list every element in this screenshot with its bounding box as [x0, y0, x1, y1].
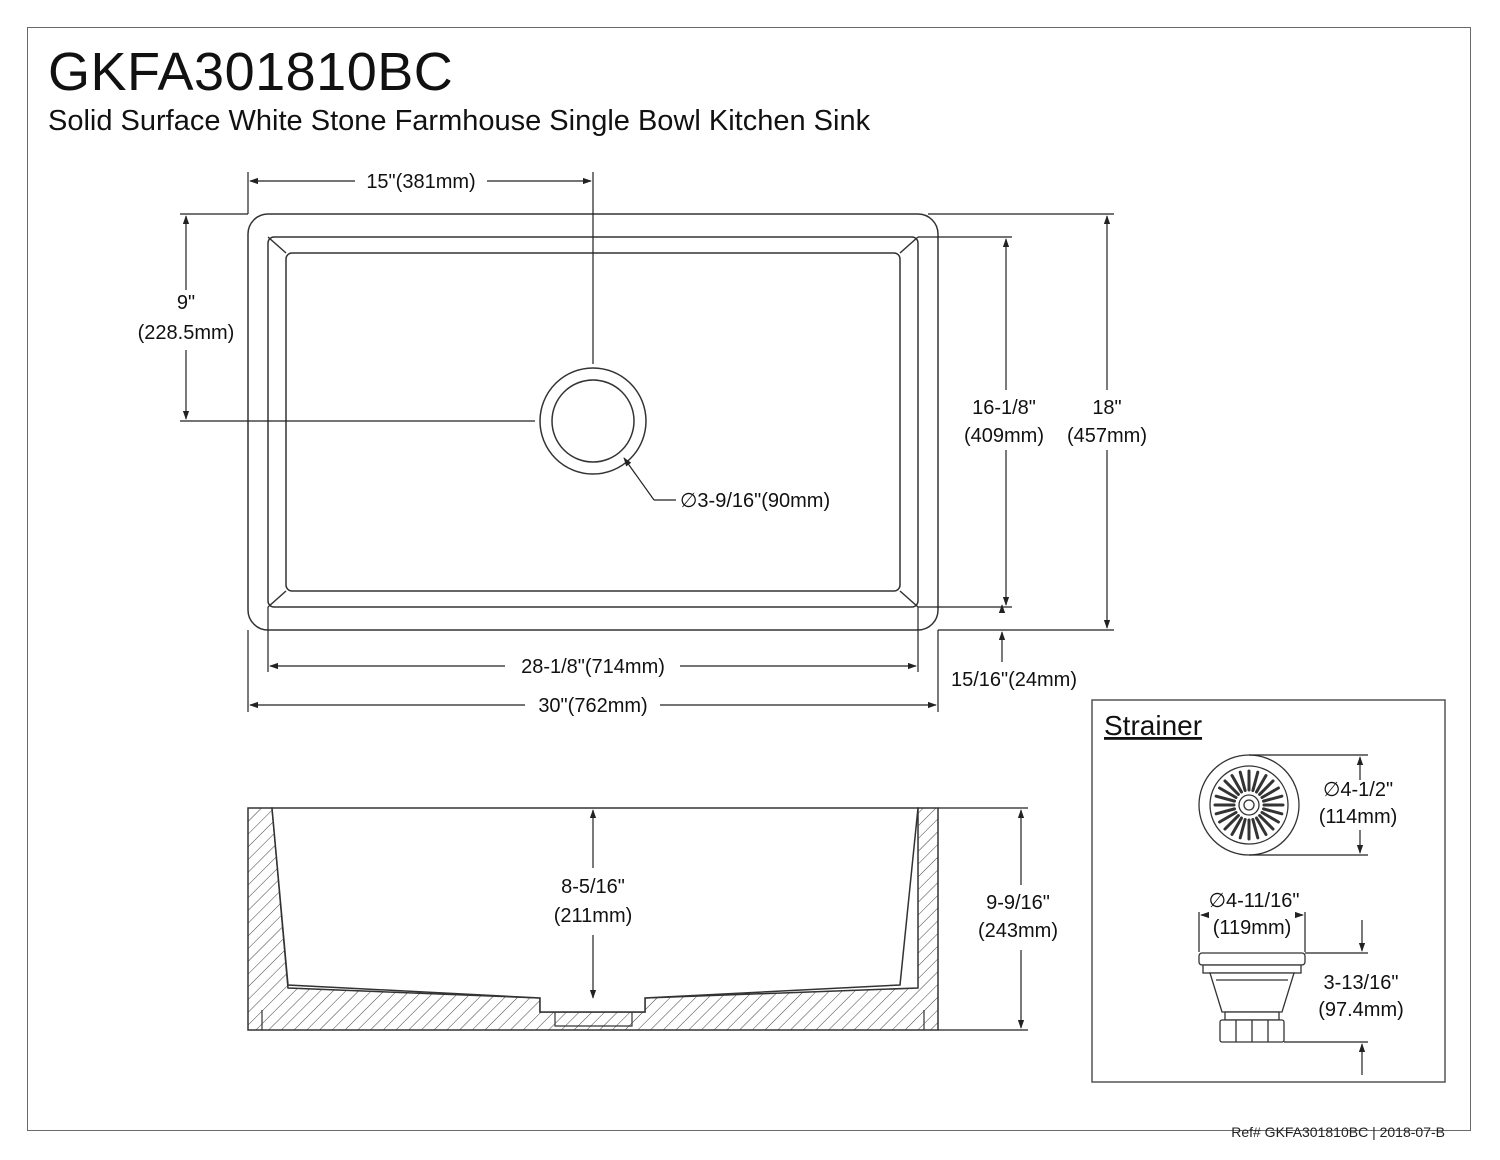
strainer-top-diameter-inch: ∅4-1/2"	[1323, 779, 1393, 801]
drain-outer-circle	[539, 367, 647, 475]
bowl-depth-inch-label: 16-1/8"	[972, 397, 1036, 419]
side-view	[247, 807, 939, 1031]
strainer-panel: Strainer ∅4-1/2" (114mm)	[1091, 699, 1446, 1083]
strainer-slot	[1238, 770, 1247, 793]
strainer-top-view	[1198, 754, 1300, 856]
top-view-dimensions	[180, 172, 1114, 712]
strainer-slot	[1261, 807, 1284, 816]
strainer-slot	[1258, 779, 1275, 796]
strainer-slot	[1218, 786, 1238, 799]
strainer-title: Strainer	[1104, 710, 1202, 741]
strainer-slot	[1238, 817, 1247, 840]
bowl-height-inch-label: 8-5/16"	[561, 876, 625, 898]
center-width-label: 15"(381mm)	[366, 171, 475, 193]
strainer-slot	[1258, 814, 1275, 831]
strainer-slot	[1218, 811, 1238, 824]
reference-number: Ref# GKFA301810BC | 2018-07-B	[1231, 1124, 1445, 1140]
strainer-height-inch: 3-13/16"	[1324, 972, 1399, 994]
strainer-slot	[1230, 774, 1243, 794]
model-number: GKFA301810BC	[48, 42, 454, 102]
strainer-slot	[1261, 794, 1284, 803]
strainer-slot	[1230, 816, 1243, 836]
overall-height-inch-label: 9-9/16"	[986, 892, 1050, 914]
strainer-slot	[1260, 786, 1280, 799]
drawing-border	[27, 27, 1471, 1131]
drain-diameter-label: ∅3-9/16"(90mm)	[680, 490, 830, 512]
strainer-slot	[1214, 807, 1237, 816]
side-view-dimensions	[589, 807, 1028, 1031]
bowl-width-label: 28-1/8"(714mm)	[521, 656, 665, 678]
bowl-height-mm-label: (211mm)	[554, 905, 633, 927]
top-view	[247, 213, 939, 631]
product-description: Solid Surface White Stone Farmhouse Sing…	[48, 105, 871, 137]
overall-depth-mm-label: (457mm)	[1067, 425, 1147, 447]
strainer-slot	[1251, 770, 1260, 793]
strainer-slot	[1223, 814, 1240, 831]
strainer-flange-diameter-mm: (119mm)	[1213, 917, 1292, 939]
strainer-slot	[1251, 817, 1260, 840]
strainer-side-view	[1198, 952, 1306, 1043]
overall-width-label: 30"(762mm)	[538, 695, 647, 717]
drain-offset-inch-label: 9"	[177, 292, 195, 314]
rim-offset-label: 15/16"(24mm)	[951, 669, 1077, 691]
strainer-slot	[1255, 774, 1268, 794]
overall-depth-inch-label: 18"	[1092, 397, 1121, 419]
strainer-flange-diameter-inch: ∅4-11/16"	[1209, 890, 1300, 912]
strainer-slot	[1214, 794, 1237, 803]
overall-height-mm-label: (243mm)	[978, 920, 1058, 942]
drain-offset-mm-label: (228.5mm)	[138, 322, 235, 344]
strainer-slot	[1223, 779, 1240, 796]
strainer-top-diameter-mm: (114mm)	[1319, 806, 1398, 828]
strainer-slot	[1255, 816, 1268, 836]
drain-inner-circle	[551, 379, 635, 463]
strainer-height-mm: (97.4mm)	[1318, 999, 1404, 1021]
bowl-depth-mm-label: (409mm)	[964, 425, 1044, 447]
strainer-slot	[1260, 811, 1280, 824]
